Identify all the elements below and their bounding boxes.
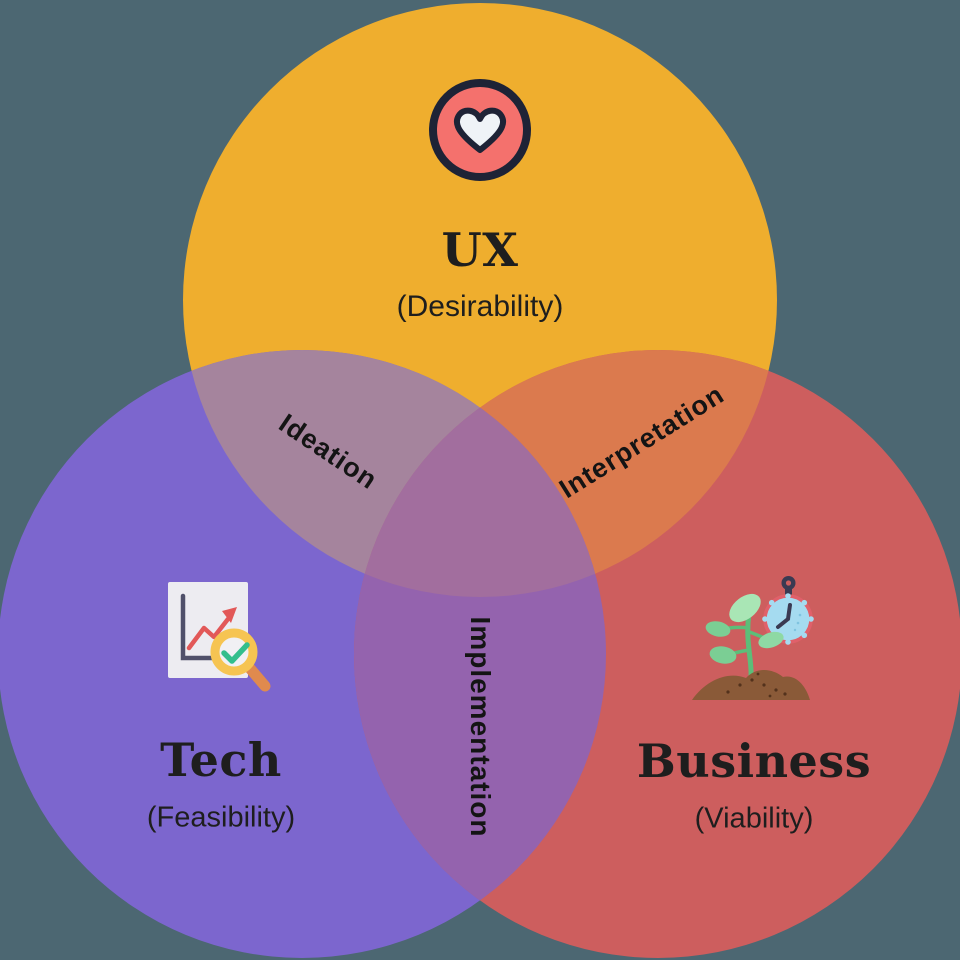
business-label: Business [636, 734, 872, 788]
magnifier-lens [210, 628, 258, 676]
ux-label: UX [441, 223, 519, 277]
check-mark [221, 642, 250, 664]
stopwatch-stem [785, 588, 792, 597]
trend-line [186, 616, 231, 651]
soil-mound [692, 670, 810, 700]
leaf-lower-left [709, 646, 737, 664]
implementation-label: Implementation [465, 616, 496, 838]
chart-report-magnifier-icon [168, 582, 271, 692]
leaf-top [729, 593, 761, 623]
heart-shape [453, 107, 507, 153]
tech-label: Tech [160, 733, 282, 787]
trend-arrowhead [222, 607, 237, 623]
leaf-upper-left [705, 621, 731, 637]
tech-sublabel: (Feasibility) [146, 801, 296, 834]
plant-growth-stopwatch-icon [692, 576, 814, 700]
stopwatch-face-dots [793, 613, 802, 632]
stopwatch-hands [776, 603, 792, 629]
heart-icon [429, 79, 531, 181]
magnifier-handle [242, 660, 271, 692]
stopwatch-crown-hole [785, 580, 792, 586]
business-sublabel: (Viability) [694, 802, 814, 835]
ux-sublabel: (Desirability) [396, 290, 564, 323]
leaf-right [758, 631, 784, 649]
soil-speckles [726, 672, 787, 698]
center-overlap [354, 350, 606, 597]
plant-icon [705, 593, 784, 679]
